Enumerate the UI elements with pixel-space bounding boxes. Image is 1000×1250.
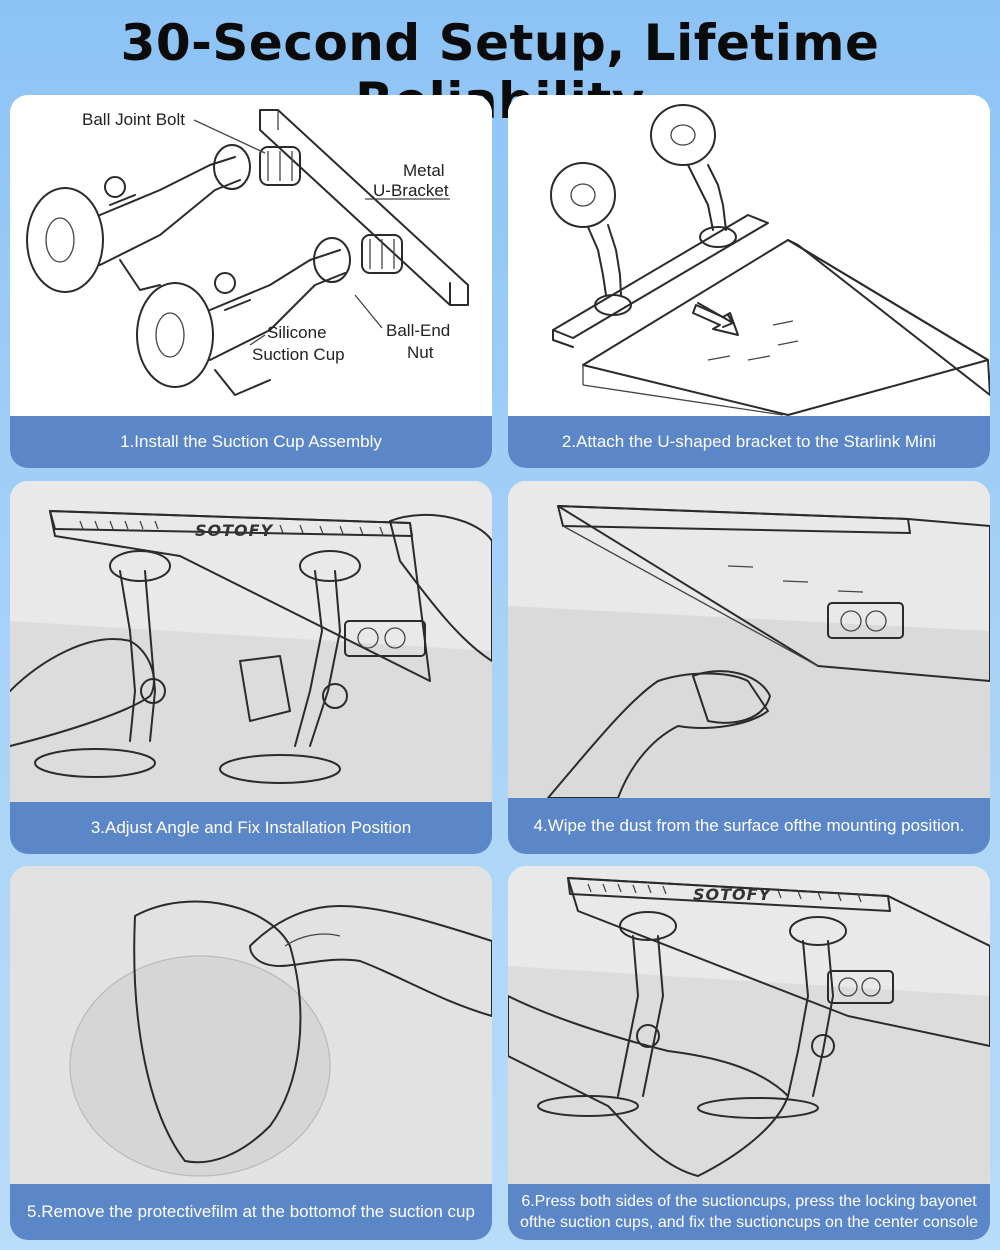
step-card-3: SOTOFY 3.Adjust Angle and F bbox=[10, 481, 492, 854]
brand-logo: SOTOFY bbox=[693, 885, 772, 904]
step-card-6: SOTOFY 6.Press both sides of the suction… bbox=[508, 866, 990, 1240]
step-1-caption: 1.Install the Suction Cup Assembly bbox=[10, 416, 492, 468]
ball-joint-bolt-icon bbox=[259, 146, 403, 274]
label-nut: Nut bbox=[407, 343, 434, 362]
step-2-caption-text: 2.Attach the U-shaped bracket to the Sta… bbox=[561, 432, 937, 451]
wipe-surface-diagram bbox=[508, 505, 990, 798]
step-5-caption-text: 5.Remove the protectivefilm at the botto… bbox=[27, 1202, 475, 1221]
step-4-illustration bbox=[508, 481, 990, 798]
press-suction-diagram: SOTOFY bbox=[508, 877, 990, 1184]
hand-icon bbox=[547, 672, 769, 798]
step-3-illustration: SOTOFY bbox=[10, 481, 492, 802]
step-6-illustration: SOTOFY bbox=[508, 866, 990, 1184]
vent-slots-icon bbox=[587, 883, 862, 903]
suction-mount-icon bbox=[697, 916, 847, 1119]
label-metal: Metal bbox=[403, 161, 445, 180]
step-1-illustration: Ball Joint Bolt Metal U-Bracket Silicone… bbox=[10, 95, 492, 416]
step-4-caption-text: 4.Wipe the dust from the surface ofthe m… bbox=[533, 816, 965, 835]
step-6-caption-line-2: ofthe suction cups, and fix the suctionc… bbox=[519, 1214, 979, 1231]
label-ball-end: Ball-End bbox=[386, 321, 450, 340]
step-4-caption: 4.Wipe the dust from the surface ofthe m… bbox=[508, 798, 990, 854]
hand-icon bbox=[508, 995, 789, 1177]
step-card-2: 2.Attach the U-shaped bracket to the Sta… bbox=[508, 95, 990, 468]
suction-cup-icon bbox=[550, 162, 632, 316]
label-suction-cup: Suction Cup bbox=[252, 345, 345, 364]
suction-mount-icon bbox=[34, 550, 171, 778]
label-silicone: Silicone bbox=[267, 323, 327, 342]
vent-slots-icon bbox=[79, 520, 384, 536]
step-3-caption: 3.Adjust Angle and Fix Installation Posi… bbox=[10, 802, 492, 854]
hand-icon bbox=[249, 905, 492, 1017]
angle-adjust-diagram: SOTOFY bbox=[10, 510, 492, 802]
step-card-5: 5.Remove the protectivefilm at the botto… bbox=[10, 866, 492, 1240]
protective-film-icon bbox=[133, 900, 302, 1164]
step-card-1: Ball Joint Bolt Metal U-Bracket Silicone… bbox=[10, 95, 492, 468]
bracket-attach-diagram bbox=[550, 104, 990, 416]
step-1-caption-text: 1.Install the Suction Cup Assembly bbox=[120, 432, 382, 451]
remove-film-diagram bbox=[10, 866, 492, 1184]
step-5-caption: 5.Remove the protectivefilm at the botto… bbox=[10, 1184, 492, 1240]
step-card-4: 4.Wipe the dust from the surface ofthe m… bbox=[508, 481, 990, 854]
suction-cup-icon bbox=[136, 237, 351, 396]
step-5-illustration bbox=[10, 866, 492, 1184]
step-3-caption-text: 3.Adjust Angle and Fix Installation Posi… bbox=[90, 818, 412, 837]
suction-cup-icon bbox=[26, 144, 251, 293]
suction-cup-icon bbox=[650, 104, 737, 248]
brand-logo: SOTOFY bbox=[195, 521, 274, 540]
step-6-caption: 6.Press both sides of the suctioncups, p… bbox=[508, 1184, 990, 1240]
label-ball-joint-bolt: Ball Joint Bolt bbox=[82, 110, 185, 129]
label-u-bracket: U-Bracket bbox=[373, 181, 449, 200]
suction-cup-assembly-diagram: Ball Joint Bolt Metal U-Bracket Silicone… bbox=[26, 109, 469, 396]
step-6-caption-line-1: 6.Press both sides of the suctioncups, p… bbox=[521, 1193, 977, 1210]
cloth-icon bbox=[692, 670, 771, 724]
step-2-caption: 2.Attach the U-shaped bracket to the Sta… bbox=[508, 416, 990, 468]
suction-mount-icon bbox=[219, 550, 361, 784]
step-2-illustration bbox=[508, 95, 990, 416]
